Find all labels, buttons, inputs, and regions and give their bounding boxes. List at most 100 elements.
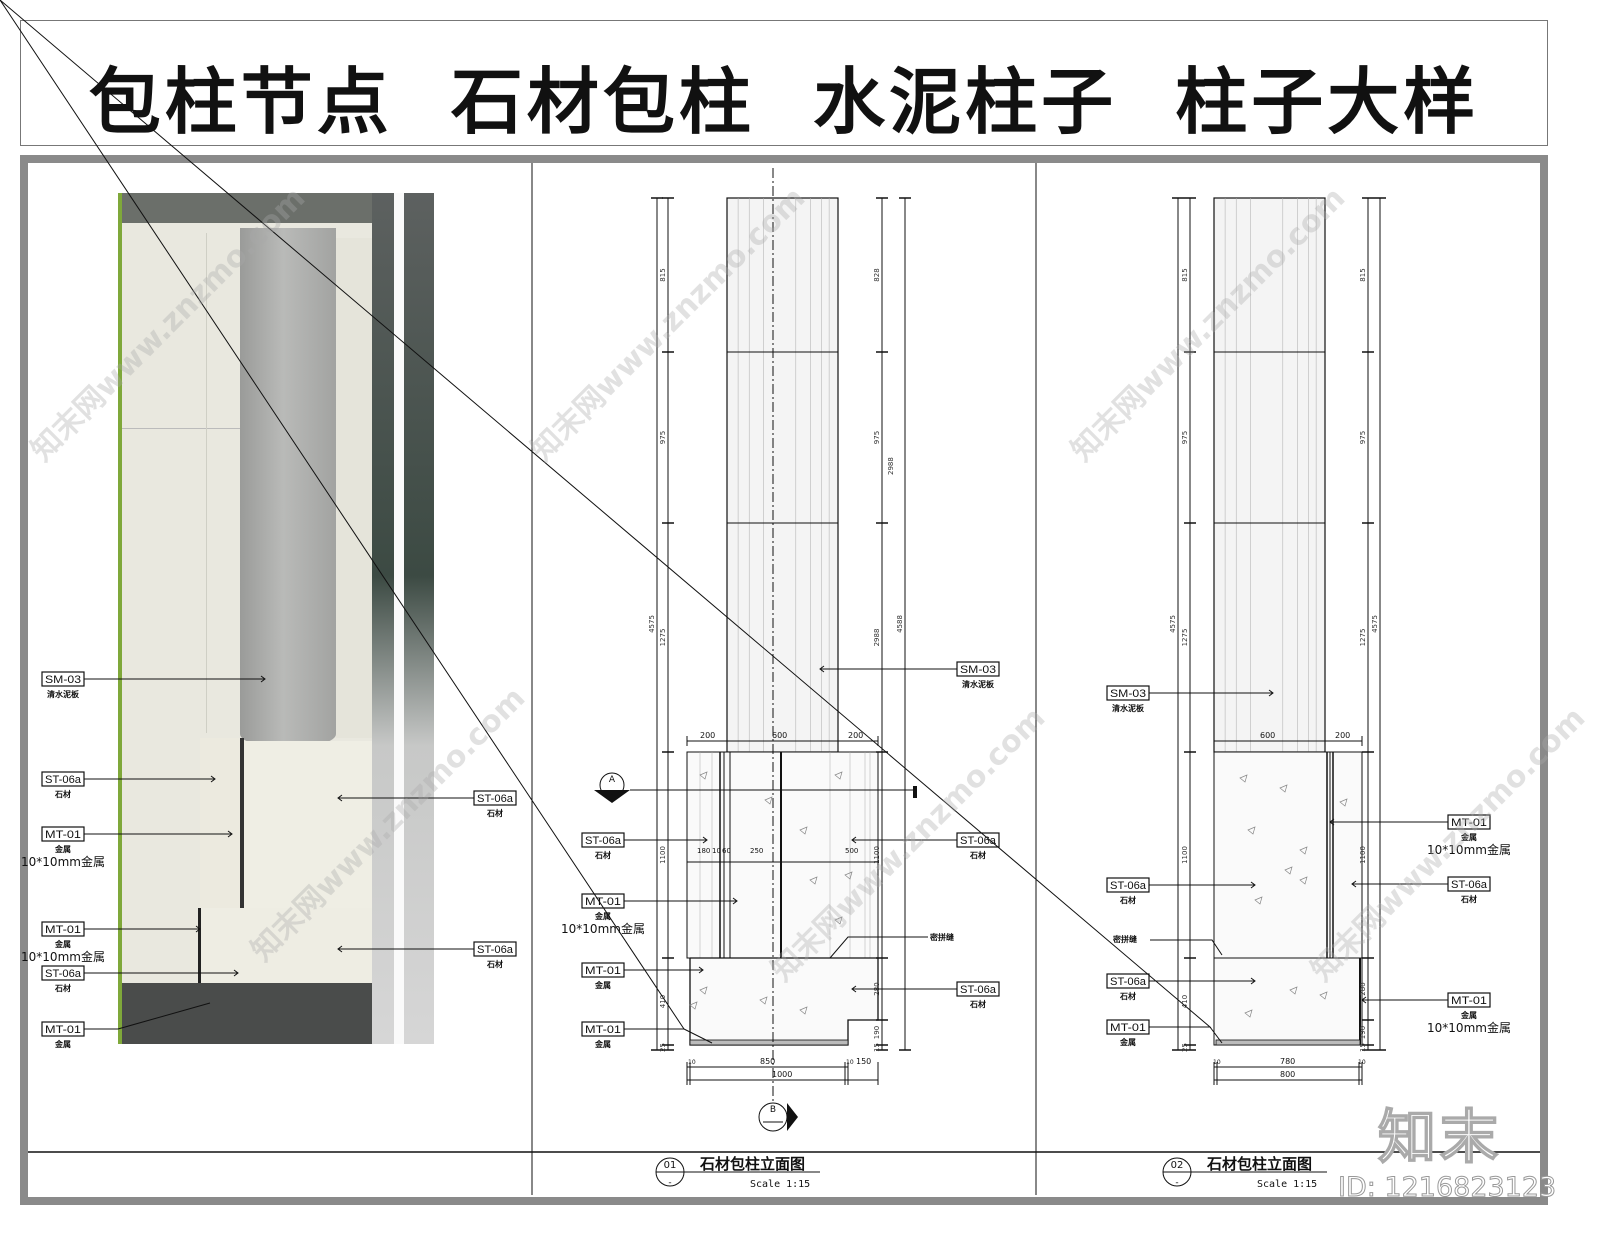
callout-material: 清水泥板 bbox=[1112, 703, 1145, 713]
dim-value: 1100 bbox=[1359, 846, 1367, 864]
stone-texture-mark bbox=[689, 1001, 698, 1010]
stone-texture-mark bbox=[1299, 876, 1308, 885]
leader-line bbox=[1209, 1026, 1223, 1044]
callout-material: 石材 bbox=[594, 850, 611, 860]
dim-value: 975 bbox=[873, 431, 881, 444]
drawing-title: 石材包柱立面图 bbox=[699, 1155, 805, 1173]
callout-mt-01: MT-01 金属 bbox=[0, 0, 1223, 1047]
stone-curved-base bbox=[244, 741, 374, 913]
callout-material: 金属 bbox=[54, 1039, 71, 1049]
leader-arrow bbox=[337, 794, 343, 802]
dim-value: 975 bbox=[1359, 431, 1367, 444]
callout-code: MT-01 bbox=[1110, 1022, 1146, 1034]
dim-value: 1100 bbox=[1181, 846, 1189, 864]
callout-code: MT-01 bbox=[45, 924, 81, 936]
dim-value: 10 bbox=[1213, 1059, 1221, 1066]
leader-arrow bbox=[851, 985, 857, 993]
dim-value: 180 bbox=[697, 847, 710, 855]
callout-material: 石材 bbox=[1119, 895, 1136, 905]
dim-value: 1275 bbox=[1359, 629, 1367, 647]
callout-note: 10*10mm金属 bbox=[1427, 1020, 1511, 1035]
callout-code: ST-06a bbox=[1110, 880, 1147, 892]
dim-value: 1100 bbox=[659, 846, 667, 864]
stone-texture-mark bbox=[799, 1006, 808, 1015]
dim-value: 410 bbox=[659, 995, 667, 1008]
dim-value: 800 bbox=[1280, 1070, 1295, 1079]
dim-value: 10 bbox=[712, 847, 721, 855]
leader-arrow bbox=[1361, 996, 1367, 1004]
callout-material: 石材 bbox=[969, 999, 986, 1009]
dim-value: 4588 bbox=[896, 615, 904, 633]
stone-texture-mark bbox=[809, 876, 818, 885]
joint-label: 密拼缝 bbox=[929, 932, 954, 942]
column-shaft bbox=[726, 197, 839, 753]
callout-material: 石材 bbox=[486, 808, 503, 818]
title-box: 包柱节点 石材包柱 水泥柱子 柱子大样 bbox=[20, 20, 1548, 146]
stone-texture-mark bbox=[1284, 866, 1293, 875]
dim-value: 190 bbox=[873, 1026, 881, 1039]
joint-label: 密拼缝 bbox=[1112, 934, 1137, 944]
concrete-column bbox=[240, 228, 336, 748]
callout-material: 石材 bbox=[54, 983, 71, 993]
callout-note: 10*10mm金属 bbox=[1427, 842, 1511, 857]
stone-texture-mark bbox=[759, 996, 768, 1005]
dim-value: 500 bbox=[845, 847, 858, 855]
callout-code: ST-06a bbox=[1451, 879, 1488, 891]
stone-texture-mark bbox=[834, 916, 843, 925]
leader-arrow bbox=[210, 775, 216, 783]
callout-st-06a: ST-06a 石材 bbox=[41, 965, 239, 993]
dim-value: 10 bbox=[846, 1059, 854, 1066]
callout-sm-03: SM-03 清水泥板 bbox=[1106, 685, 1274, 713]
section-line-a-end bbox=[913, 786, 917, 798]
dim-value: 150 bbox=[856, 1057, 871, 1066]
callout-code: MT-01 bbox=[45, 1024, 81, 1036]
dim-value: 1275 bbox=[659, 629, 667, 647]
callout-st-06a: ST-06a 石材 bbox=[1106, 877, 1256, 905]
dim-value: 280 bbox=[1359, 982, 1367, 995]
callout-material: 金属 bbox=[594, 911, 611, 921]
callout-material: 石材 bbox=[486, 959, 503, 969]
drawing-number: 01 bbox=[664, 1160, 677, 1171]
section-marker-b-label: B bbox=[770, 1105, 776, 1115]
dim-value: 4575 bbox=[1371, 615, 1379, 633]
dim-value: 2988 bbox=[887, 457, 895, 475]
stone-texture-mark bbox=[1319, 991, 1328, 1000]
stone-texture-mark bbox=[1254, 896, 1263, 905]
leader-arrow bbox=[260, 675, 266, 683]
stone-texture-mark bbox=[834, 771, 843, 780]
dim-value: 250 bbox=[750, 847, 763, 855]
section-marker-a-arrow bbox=[594, 790, 630, 803]
section-marker-b-arrow bbox=[787, 1103, 798, 1131]
callout-code: ST-06a bbox=[45, 968, 82, 980]
callout-code: SM-03 bbox=[960, 664, 996, 676]
leader-arrow bbox=[1329, 818, 1335, 826]
drawing-scale: Scale 1:15 bbox=[1257, 1179, 1317, 1190]
callout-code: MT-01 bbox=[1451, 817, 1487, 829]
callout-material: 金属 bbox=[594, 1039, 611, 1049]
callout-mt-01: MT-01 金属 bbox=[0, 0, 713, 1049]
callout-material: 金属 bbox=[54, 939, 71, 949]
dim-value: 25 bbox=[1181, 1043, 1189, 1052]
stone-texture-mark bbox=[1239, 774, 1248, 783]
callout-material: 金属 bbox=[1460, 832, 1477, 842]
page-title: 包柱节点 石材包柱 水泥柱子 柱子大样 bbox=[88, 60, 1480, 144]
callout-code: ST-06a bbox=[1110, 976, 1147, 988]
drawing-title: 石材包柱立面图 bbox=[1206, 1155, 1312, 1173]
callout-note: 10*10mm金属 bbox=[21, 949, 105, 964]
callout-code: SM-03 bbox=[1110, 688, 1146, 700]
section-marker-a-label: A bbox=[609, 775, 616, 785]
dim-value: 4575 bbox=[1169, 615, 1177, 633]
leader-arrow bbox=[233, 969, 239, 977]
dim-value: 10 bbox=[688, 1059, 696, 1066]
callout-material: 金属 bbox=[54, 844, 71, 854]
leader-arrow bbox=[702, 836, 708, 844]
